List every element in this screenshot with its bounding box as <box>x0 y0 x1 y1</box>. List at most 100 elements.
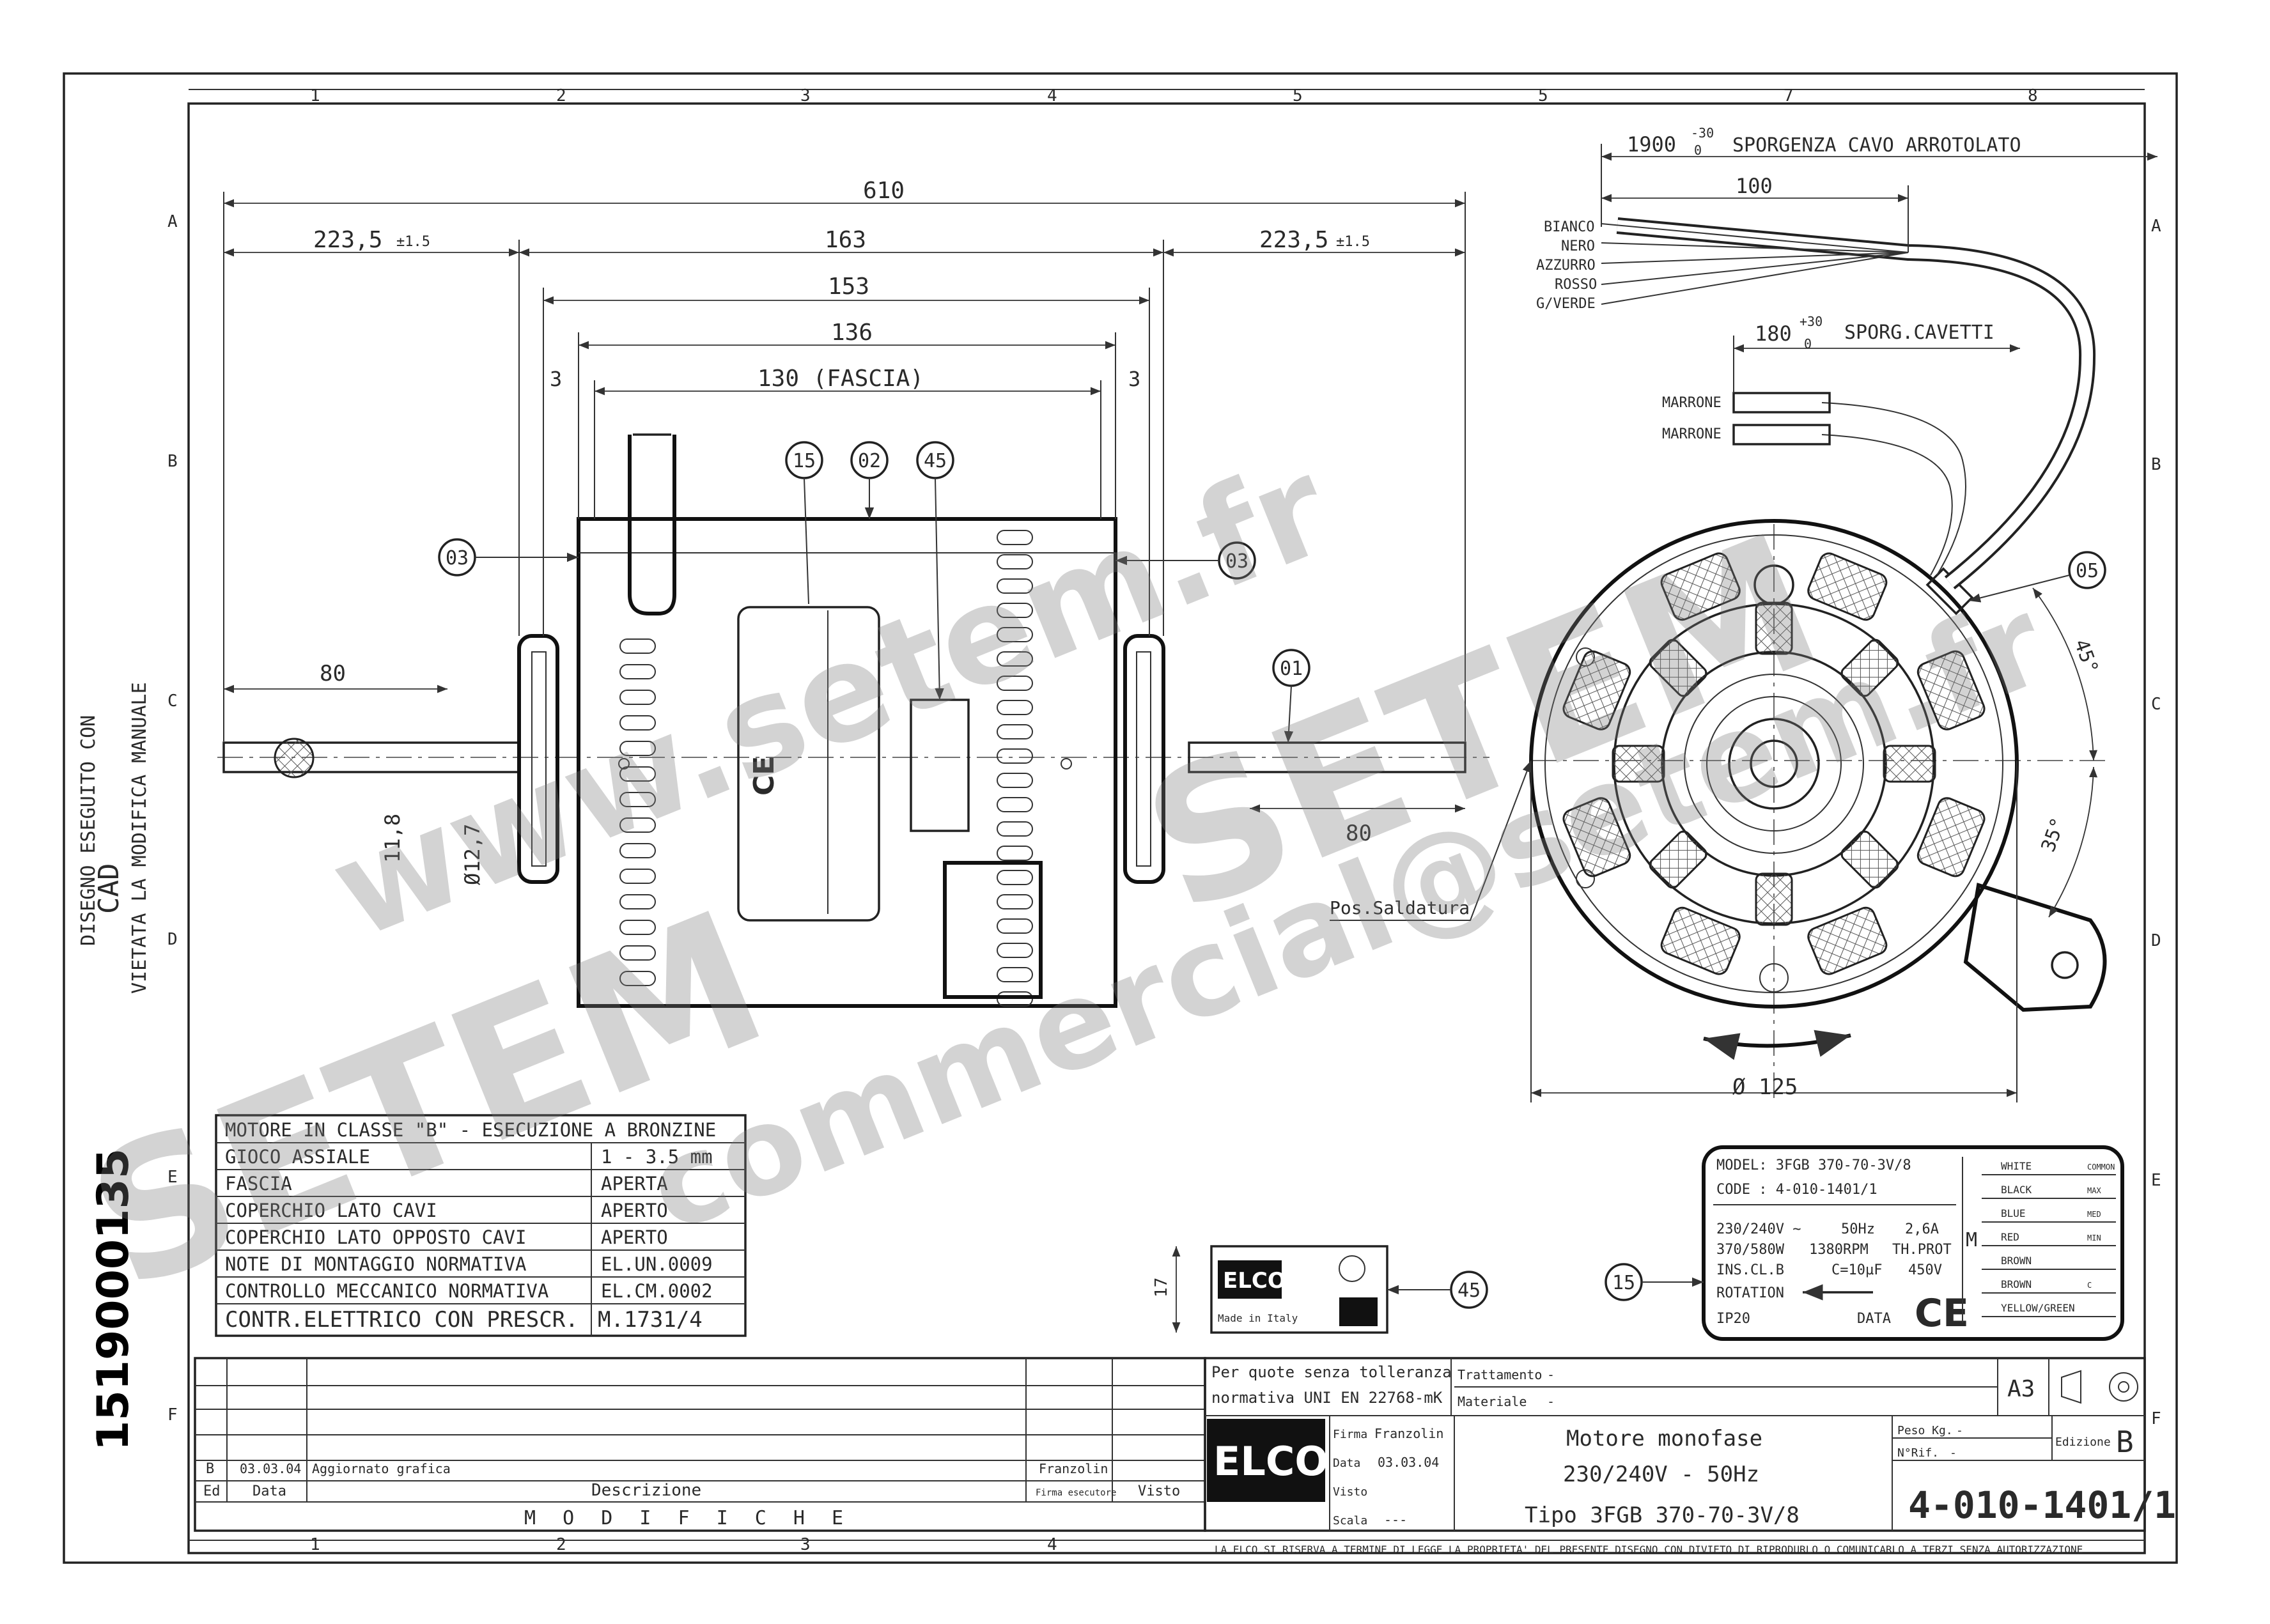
balloon-02: 02 <box>858 450 881 472</box>
title-block: B 03.03.04 Aggiornato grafica Franzolin … <box>194 1357 2176 1556</box>
grille-slot <box>1807 906 1888 975</box>
rif-label: N°Rif. <box>1897 1446 1939 1460</box>
dim-3-right: 3 <box>1128 367 1140 391</box>
hdr-visto: Visto <box>1138 1483 1180 1499</box>
dim-sp-label: SPORG.CAVETTI <box>1844 321 1994 344</box>
dim-overall: 610 <box>863 178 905 204</box>
vent-slot <box>619 894 656 909</box>
spec-row-label: COPERCHIO LATO CAVI <box>225 1200 437 1221</box>
np-wire-color: BLACK <box>2001 1184 2032 1196</box>
end-cap-right <box>1123 634 1165 884</box>
dim-flat: 11,8 <box>380 814 405 863</box>
spec-row-value: EL.CM.0002 <box>601 1280 713 1302</box>
nameplate-detail: MODEL: 3FGB 370-70-3V/8 CODE : 4-010-140… <box>1702 1145 2124 1341</box>
balloon-05-group: 05 <box>1968 551 2106 603</box>
balloon-15-detail-group: 15 <box>1605 1263 1704 1301</box>
vent-slot <box>997 943 1033 958</box>
spec-row-label: NOTE DI MONTAGGIO NORMATIVA <box>225 1253 526 1275</box>
inner-grille-slot <box>1883 745 1936 783</box>
motor-body <box>577 517 1117 1008</box>
grille-slot <box>1660 552 1741 621</box>
spec-row-label: FASCIA <box>225 1173 292 1195</box>
wire-azzurro: AZZURRO <box>1536 258 1596 274</box>
np-ip: IP20 <box>1716 1311 1750 1327</box>
inner-grille-slot <box>1840 638 1899 697</box>
hdr-desc: Descrizione <box>591 1481 701 1500</box>
grid-row-a-left: A <box>167 212 178 231</box>
dim-sp-len: 180 <box>1755 321 1792 346</box>
grid-col-b1: 1 <box>310 1535 320 1554</box>
spec-row-value: APERTA <box>601 1173 668 1195</box>
vent-slot <box>997 797 1033 812</box>
vent-slot <box>997 918 1033 934</box>
np-wire-color: RED <box>2001 1231 2019 1243</box>
vent-slot <box>997 748 1033 764</box>
vent-slot <box>997 700 1033 715</box>
np-thprot: TH.PROT <box>1892 1242 1952 1258</box>
np-capv: 450V <box>1908 1262 1942 1278</box>
balloon-45: 45 <box>924 450 947 472</box>
grid-col-b4: 4 <box>1047 1535 1057 1554</box>
dim-cable-tol-dn: 0 <box>1694 143 1702 158</box>
dim-sp-tol-up: +30 <box>1800 314 1823 329</box>
np-data: DATA <box>1857 1311 1891 1327</box>
grid-rows: A B C D E F A B C D E F <box>167 212 2161 1428</box>
title-line-1: Motore monofase <box>1566 1426 1762 1451</box>
np-rpm: 1380RPM <box>1809 1242 1869 1258</box>
dim-130: 130 (FASCIA) <box>758 366 924 392</box>
dim-left-ext: 223,5 <box>313 227 382 253</box>
vents-left <box>619 638 656 986</box>
spec-row-value: APERTO <box>601 1226 668 1248</box>
vent-slot <box>619 766 656 782</box>
dim-17: 17 <box>1152 1278 1171 1297</box>
np-wire-color: BROWN <box>2001 1255 2032 1267</box>
dim-163: 163 <box>825 227 866 253</box>
cad-note-2: CAD <box>93 863 125 914</box>
vent-slot <box>619 792 656 807</box>
elco-logo-text: ELCO <box>1223 1268 1286 1294</box>
spec-row-label: COPERCHIO LATO OPPOSTO CAVI <box>225 1226 526 1248</box>
grille-slot <box>1660 906 1741 975</box>
grid-col-b3: 3 <box>800 1535 811 1554</box>
dim-shaft-dia: Ø12,7 <box>460 824 485 885</box>
np-wire-color: YELLOW/GREEN <box>2001 1302 2075 1314</box>
grille-slot <box>1562 797 1631 878</box>
peso-label: Peso Kg. <box>1897 1424 1953 1437</box>
np-hz: 50Hz <box>1841 1221 1875 1237</box>
grid-row-e-right: E <box>2151 1171 2161 1190</box>
grid-row-c-right: C <box>2151 695 2161 714</box>
scala-label: Scala <box>1333 1514 1367 1527</box>
vent-slot <box>619 945 656 961</box>
dim-3-left: 3 <box>550 367 562 391</box>
grid-col-3: 3 <box>800 86 811 105</box>
grid-row-c-left: C <box>167 692 178 711</box>
cad-note-3: VIETATA LA MODIFICA MANUALE <box>128 682 151 994</box>
grille-slot <box>1916 650 1986 731</box>
inner-grille-slot <box>1649 830 1707 889</box>
grid-col-b2: 2 <box>556 1535 566 1554</box>
title-line-3: Tipo 3FGB 370-70-3V/8 <box>1525 1503 1800 1528</box>
np-wire-speed: MAX <box>2087 1186 2101 1195</box>
vent-slot <box>619 817 656 833</box>
firma-label: Firma <box>1333 1428 1367 1441</box>
elco-label-detail: ELCO Made in Italy 17 45 <box>1152 1245 1488 1334</box>
materiale-label: Materiale <box>1458 1394 1527 1409</box>
spec-row-value: M.1731/4 <box>598 1307 703 1333</box>
wire-nero: NERO <box>1561 238 1595 254</box>
vent-slot <box>997 651 1033 667</box>
spec-row-value: 1 - 3.5 mm <box>601 1146 713 1168</box>
made-in-italy: Made in Italy <box>1218 1312 1298 1324</box>
firma-value: Franzolin <box>1374 1426 1443 1441</box>
vent-slot <box>997 894 1033 909</box>
elco-logo <box>1218 1260 1282 1299</box>
balloon-01: 01 <box>1280 658 1303 680</box>
wire-labels: BIANCO NERO AZZURRO ROSSO G/VERDE MARRON… <box>1536 219 1722 442</box>
grille-slot <box>1916 797 1986 878</box>
dim-right-tol: ±1.5 <box>1336 234 1370 250</box>
legal-note: LA ELCO SI RISERVA A TERMINE DI LEGGE LA… <box>1215 1543 2083 1556</box>
np-ce-mark: CE <box>1915 1291 1969 1336</box>
trattamento-value: - <box>1547 1367 1555 1382</box>
np-wire-speed: MIN <box>2087 1233 2101 1242</box>
